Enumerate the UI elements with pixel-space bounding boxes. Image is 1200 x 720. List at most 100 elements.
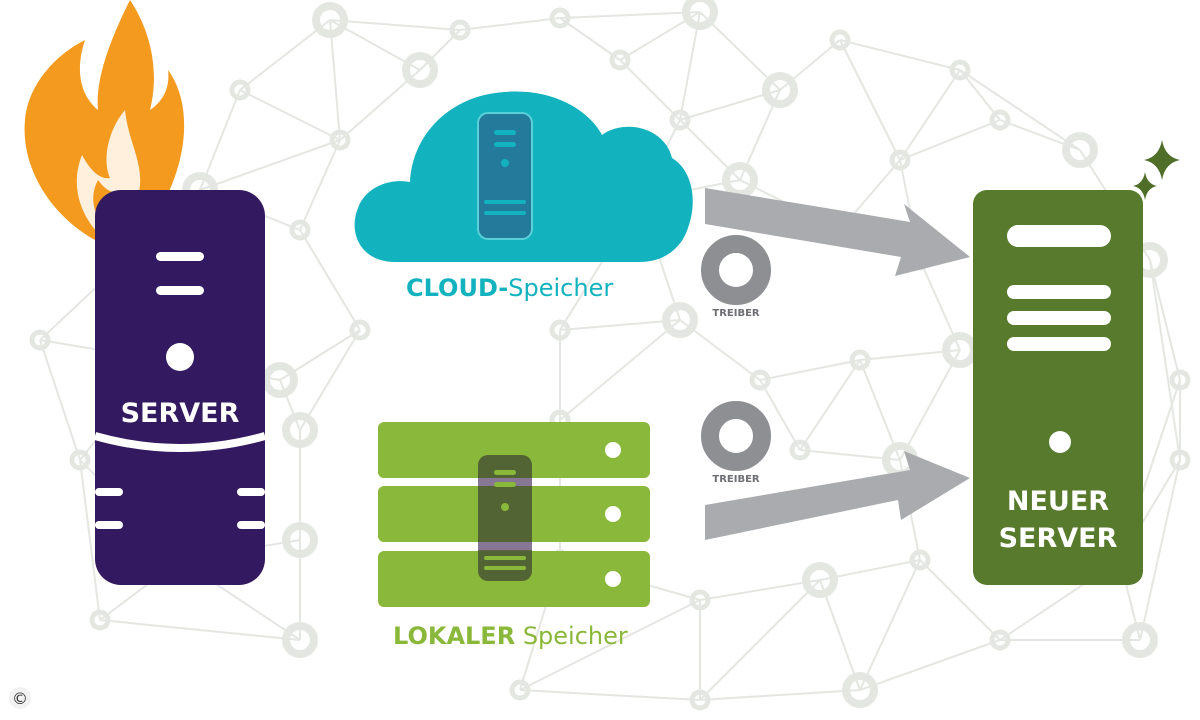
network-node — [889, 149, 911, 171]
network-edge — [759, 379, 801, 451]
network-edge — [699, 11, 781, 91]
network-globe-background — [29, 0, 1191, 711]
migration-arrows — [705, 188, 970, 540]
network-node — [1062, 132, 1098, 168]
network-edge — [899, 349, 961, 461]
network-node — [402, 52, 438, 88]
network-edge — [1149, 259, 1181, 461]
network-edge — [239, 89, 341, 141]
network-edge — [759, 359, 861, 381]
driver-label: TREIBER — [712, 308, 760, 319]
network-edge — [299, 329, 361, 431]
network-node — [282, 412, 318, 448]
network-node — [29, 329, 51, 351]
network-node — [909, 549, 931, 571]
cloud-storage: CLOUD-Speicher — [354, 91, 693, 302]
arrow-local-to-new-server — [705, 451, 970, 540]
old-server: SERVER — [24, 0, 267, 585]
network-node — [282, 622, 318, 658]
network-edge — [39, 339, 81, 461]
new-server: NEUER SERVER — [973, 140, 1180, 585]
network-node — [89, 609, 111, 631]
network-node — [849, 349, 871, 371]
network-edge — [79, 459, 101, 621]
network-node — [829, 29, 851, 51]
network-node — [509, 679, 531, 701]
network-node — [949, 59, 971, 81]
network-edge — [299, 139, 341, 231]
arrow-cloud-to-new-server — [705, 188, 970, 276]
driver-bottom: TREIBER — [701, 401, 771, 485]
network-node — [282, 522, 318, 558]
network-node — [662, 302, 698, 338]
network-node — [349, 319, 371, 341]
network-node — [1169, 449, 1191, 471]
new-server-label-line1: NEUER — [1007, 486, 1109, 517]
network-node — [842, 672, 878, 708]
network-node — [1122, 622, 1158, 658]
driver-disc-icon — [701, 235, 771, 305]
network-node — [789, 439, 811, 461]
local-storage-label: LOKALER Speicher — [393, 622, 628, 650]
driver-label: TREIBER — [712, 474, 760, 485]
network-edge — [859, 559, 921, 691]
network-node — [749, 369, 771, 391]
network-node — [762, 72, 798, 108]
network-node — [689, 589, 711, 611]
power-led — [1049, 431, 1071, 453]
network-node — [549, 7, 571, 29]
network-edge — [619, 59, 681, 121]
network-edge — [99, 619, 301, 641]
sparkle-icon — [1133, 172, 1157, 200]
network-node — [989, 109, 1011, 131]
network-node — [689, 689, 711, 711]
network-edge — [699, 579, 821, 601]
network-edge — [959, 69, 1001, 121]
network-edge — [329, 19, 341, 141]
network-node — [669, 109, 691, 131]
power-led — [166, 343, 194, 371]
network-edge — [899, 69, 961, 161]
network-edge — [559, 11, 701, 19]
network-edge — [239, 19, 331, 91]
network-edge — [459, 17, 561, 31]
network-edge — [1149, 259, 1181, 381]
network-edge — [519, 599, 701, 691]
network-edge — [559, 319, 681, 331]
network-node — [802, 562, 838, 598]
network-edge — [559, 17, 621, 61]
cloud-server-icon — [477, 112, 533, 240]
network-node — [312, 2, 348, 38]
network-edge — [859, 639, 1001, 691]
network-edge — [199, 139, 341, 191]
network-edge — [1139, 459, 1181, 641]
network-edge — [839, 39, 961, 71]
storage-unit-1 — [378, 422, 650, 478]
network-node — [262, 362, 298, 398]
driver-disc-icon — [701, 401, 771, 471]
network-node — [69, 449, 91, 471]
network-edge — [839, 39, 901, 161]
flame-icon — [24, 0, 185, 245]
old-server-label: SERVER — [121, 398, 240, 429]
network-edge — [519, 689, 701, 701]
network-node — [609, 49, 631, 71]
cloud-storage-label: CLOUD-Speicher — [406, 274, 613, 302]
network-node — [989, 629, 1011, 651]
network-edge — [299, 229, 361, 331]
network-edge — [329, 19, 461, 31]
network-node — [1169, 369, 1191, 391]
network-node — [229, 79, 251, 101]
network-edge — [679, 11, 701, 121]
copyright-icon — [9, 687, 31, 709]
network-node — [549, 319, 571, 341]
network-node — [449, 19, 471, 41]
network-edge — [799, 359, 861, 451]
network-edge — [699, 689, 861, 701]
old-server-case — [95, 190, 265, 585]
copyright-mark: © — [9, 687, 31, 709]
network-node — [682, 0, 718, 30]
network-edge — [899, 119, 1001, 161]
network-edge — [699, 579, 821, 701]
